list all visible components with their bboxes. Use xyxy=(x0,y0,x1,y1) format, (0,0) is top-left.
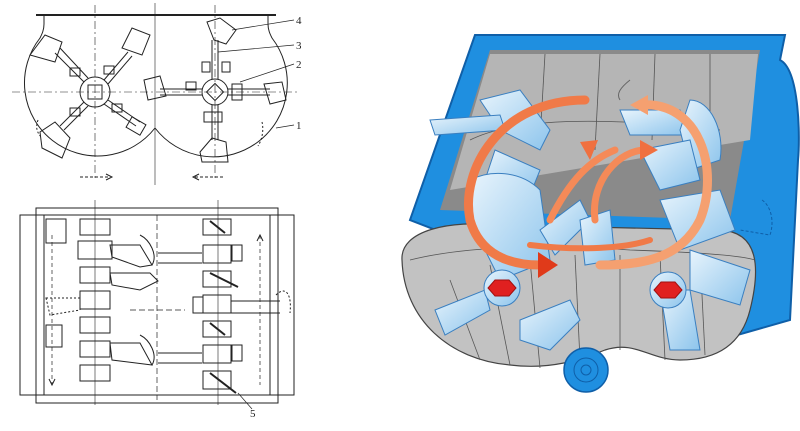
mixer-3d-illustration xyxy=(390,20,800,420)
cross-section-drawing: 4 3 2 1 xyxy=(0,0,320,195)
right-drum-shell xyxy=(154,23,288,158)
right-shaft-hex xyxy=(653,281,683,299)
blade-4 xyxy=(206,17,237,45)
liner-segments xyxy=(409,53,756,369)
left-shaft-hex xyxy=(487,279,517,297)
right-shaft xyxy=(579,99,751,351)
label-5: 5 xyxy=(250,408,256,420)
twin-drum-trough xyxy=(401,223,757,367)
outer-frame xyxy=(35,207,279,404)
left-drum-shell xyxy=(23,23,156,157)
label-2: 2 xyxy=(296,59,302,71)
scraper-5 xyxy=(209,372,237,394)
circulation-arrows xyxy=(464,95,712,278)
label-1: 1 xyxy=(296,120,302,132)
right-loop-arrow xyxy=(595,100,712,270)
label-4: 4 xyxy=(296,15,302,27)
discharge-port xyxy=(563,347,609,393)
left-loop-arrow xyxy=(464,95,590,270)
plan-view-drawing: 5 xyxy=(0,195,320,426)
label-3: 3 xyxy=(296,40,302,52)
